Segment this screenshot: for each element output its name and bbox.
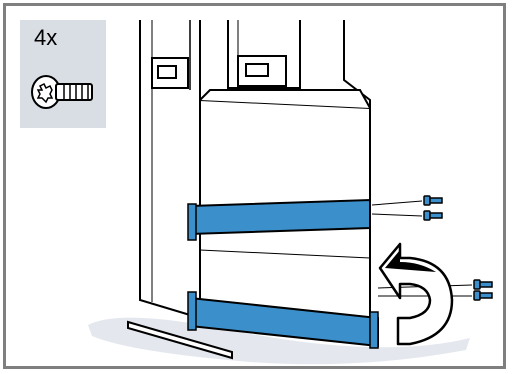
- screw-upper-1: [424, 196, 442, 205]
- screw-lower-1: [474, 280, 492, 289]
- lower-strap-clip-right: [370, 312, 378, 348]
- upper-strap-clip-left: [188, 204, 196, 240]
- quantity-panel: 4x: [20, 20, 106, 128]
- torx-screw-icon: [26, 62, 104, 122]
- screw-lower-2: [474, 291, 492, 300]
- screw-upper-2: [424, 211, 442, 220]
- upper-strap: [190, 200, 370, 234]
- lower-strap-clip-left: [188, 292, 196, 330]
- quantity-label: 4x: [34, 25, 57, 51]
- rotate-arrow-icon: [380, 244, 452, 344]
